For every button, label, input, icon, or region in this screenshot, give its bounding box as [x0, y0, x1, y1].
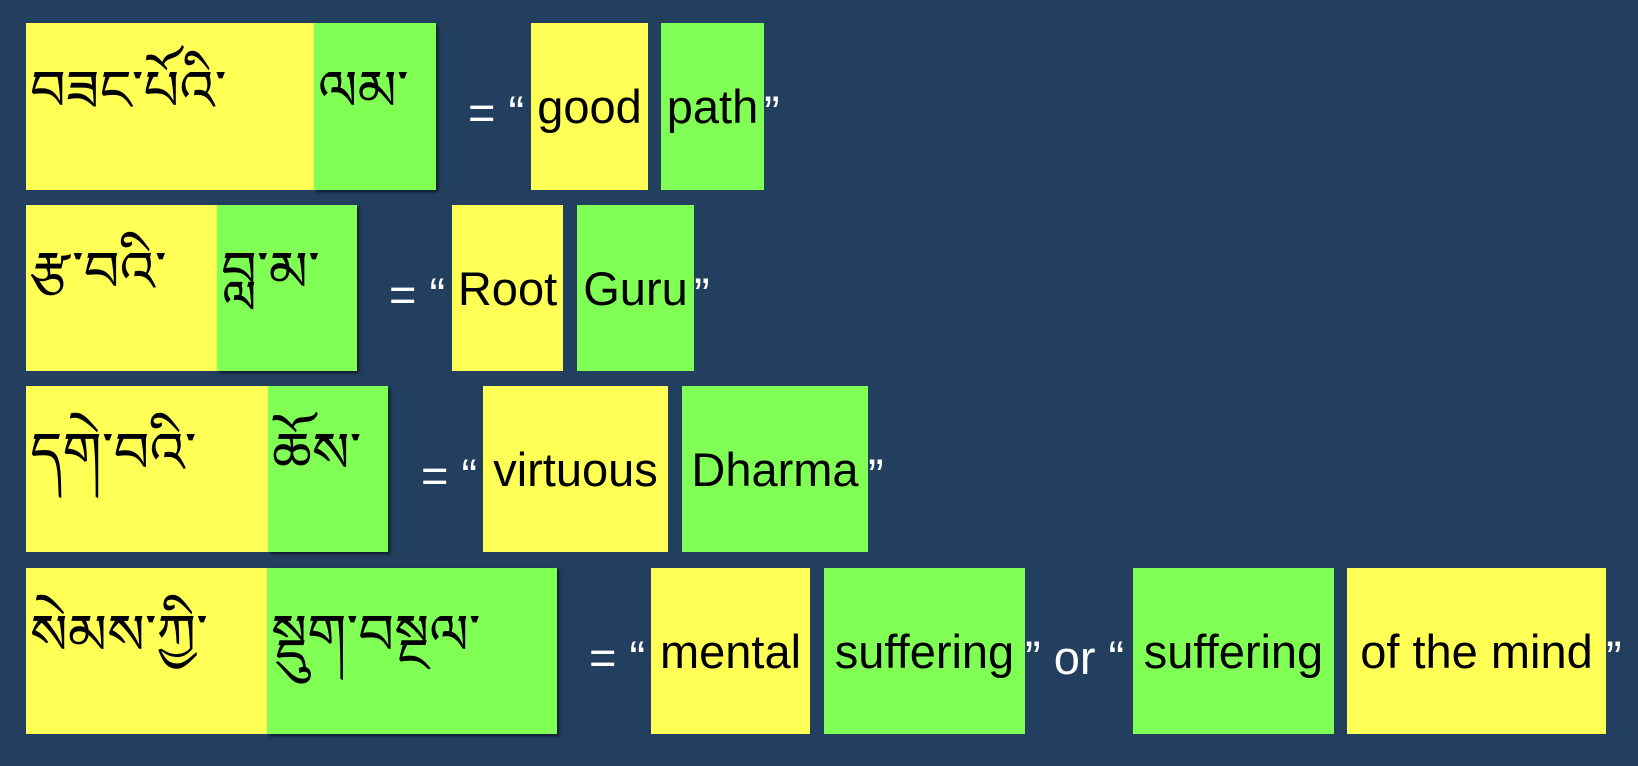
close-quote-2: ”: [694, 268, 710, 321]
tibetan-word-4a: སེམས་ཀྱི་: [26, 568, 268, 734]
tibetan-word-1b: ལམ་: [314, 23, 436, 190]
equals-sign-2: = “: [389, 268, 446, 321]
tibetan-word-2a: རྩ་བའི་: [26, 205, 218, 371]
equals-sign-1: = “: [468, 86, 525, 139]
equals-sign-4: = “: [589, 631, 646, 684]
close-quote-1: ”: [764, 86, 780, 139]
close-quote-3: ”: [868, 449, 884, 502]
english-word-1a: good: [531, 23, 648, 190]
equals-sign-3: = “: [421, 449, 478, 502]
english-word-2a: Root: [452, 205, 563, 371]
close-quote-4: ”: [1606, 631, 1622, 684]
tibetan-word-2b: བླ་མ་: [217, 205, 357, 371]
english-word-3b: Dharma: [682, 386, 868, 552]
tibetan-word-3b: ཆོས་: [268, 386, 388, 552]
english-word-2b: Guru: [577, 205, 694, 371]
english-word-4c: suffering: [1133, 568, 1334, 734]
english-word-4d: of the mind: [1347, 568, 1606, 734]
english-word-4b: suffering: [824, 568, 1025, 734]
tibetan-word-4b: སྡུག་བསྔལ་: [267, 568, 557, 734]
english-word-3a: virtuous: [483, 386, 668, 552]
english-word-4a: mental: [651, 568, 810, 734]
tibetan-word-1a: བཟང་པོའི་: [26, 23, 315, 190]
tibetan-word-3a: དགེ་བའི་: [26, 386, 269, 552]
english-word-1b: path: [661, 23, 764, 190]
or-connector: ” or “: [1025, 631, 1125, 684]
